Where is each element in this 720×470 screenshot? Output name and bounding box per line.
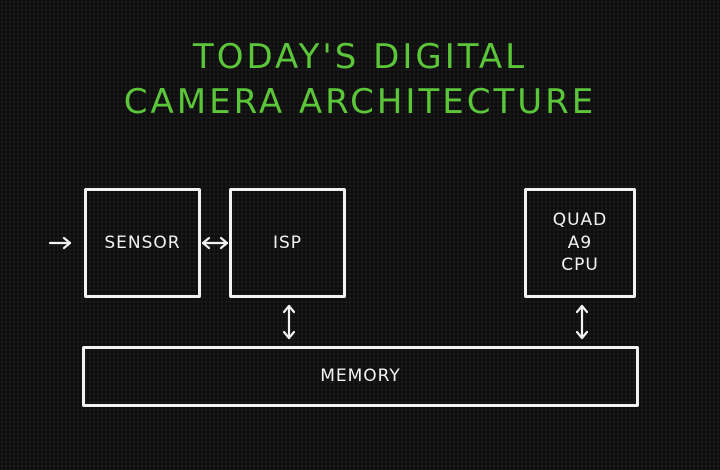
cpu-block: QUAD A9 CPU — [524, 188, 636, 298]
isp-label: ISP — [272, 232, 303, 253]
cpu-label-line-1: QUAD — [552, 209, 608, 230]
isp-block: ISP — [229, 188, 346, 298]
title-line-2: CAMERA ARCHITECTURE — [123, 82, 597, 122]
input-arrow — [48, 236, 72, 250]
cpu-label-line-3: CPU — [561, 255, 599, 276]
sensor-block: SENSOR — [84, 188, 201, 298]
cpu-label: QUAD A9 CPU — [553, 209, 608, 278]
memory-block: MEMORY — [82, 346, 639, 407]
isp-memory-arrow — [282, 304, 296, 340]
sensor-isp-arrow — [201, 236, 229, 250]
cpu-memory-arrow — [575, 304, 589, 340]
memory-label: MEMORY — [320, 366, 401, 387]
sensor-label: SENSOR — [104, 232, 181, 253]
title-line-1: TODAY'S DIGITAL — [192, 37, 528, 77]
cpu-label-line-2: A9 — [567, 232, 593, 253]
